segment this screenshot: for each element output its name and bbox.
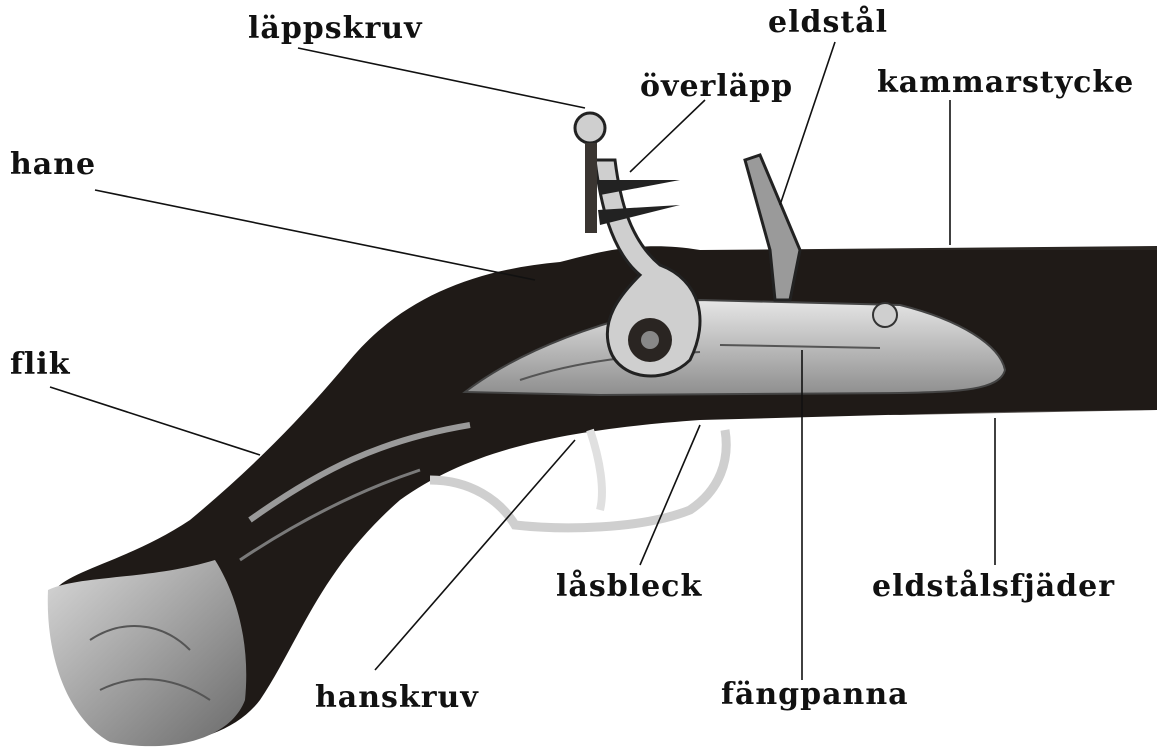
label-flik: flik bbox=[10, 350, 70, 380]
label-fangpanna: fängpanna bbox=[721, 680, 909, 710]
jaw-screw-head bbox=[575, 113, 605, 143]
leader-lasbleck bbox=[640, 425, 700, 565]
leader-hane bbox=[95, 190, 535, 280]
leader-flik bbox=[50, 387, 260, 455]
label-hanskruv: hanskruv bbox=[315, 683, 479, 713]
label-hane: hane bbox=[10, 150, 96, 180]
leader-eldstal bbox=[780, 42, 835, 205]
leader-lappskruv bbox=[298, 48, 585, 108]
tumbler-screw-inner bbox=[641, 331, 659, 349]
label-kammarstycke: kammarstycke bbox=[877, 68, 1134, 98]
label-eldstal: eldstål bbox=[768, 8, 888, 38]
frizzen-spring-screw bbox=[873, 303, 897, 327]
trigger bbox=[590, 430, 602, 510]
leader-overlapp bbox=[630, 100, 705, 172]
jaw-screw-shaft bbox=[585, 143, 597, 233]
butt-cap bbox=[48, 560, 246, 746]
label-overlapp: överläpp bbox=[640, 72, 793, 102]
label-lasbleck: låsbleck bbox=[556, 572, 702, 602]
label-eldstalsfjader: eldstålsfjäder bbox=[872, 572, 1115, 602]
label-lappskruv: läppskruv bbox=[248, 14, 423, 44]
